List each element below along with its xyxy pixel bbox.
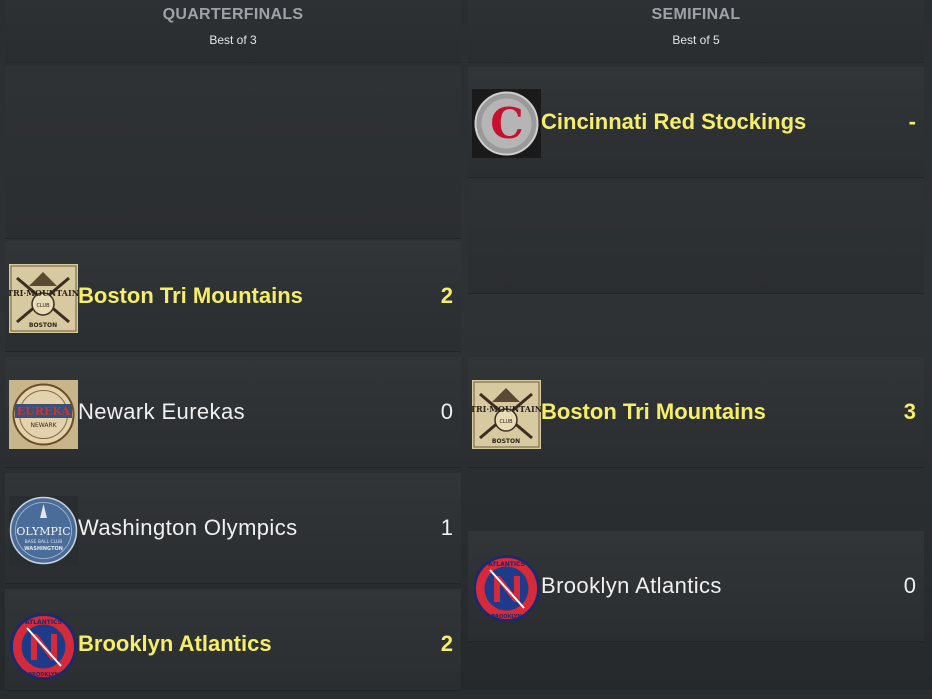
- series-score: 0: [903, 573, 916, 598]
- round-title-quarterfinals: QUARTERFINALS: [162, 6, 304, 23]
- svg-text:CLUB: CLUB: [499, 419, 513, 425]
- svg-text:EUREKA: EUREKA: [17, 405, 71, 418]
- team-name: Brooklyn Atlantics: [541, 573, 722, 598]
- svg-text:WASHINGTON: WASHINGTON: [24, 546, 63, 552]
- team-name: Newark Eurekas: [78, 399, 245, 424]
- bracket-team-slot[interactable]: ATLANTICS BROOKLYN Brooklyn Atlantics 0: [468, 531, 924, 641]
- svg-text:C: C: [490, 99, 523, 148]
- atlantics-logo-icon: ATLANTICS BROOKLYN: [10, 613, 77, 680]
- team-name: Boston Tri Mountains: [541, 399, 766, 424]
- svg-text:NEWARK: NEWARK: [30, 422, 57, 429]
- series-score: 0: [440, 399, 453, 424]
- semifinal-header: SEMIFINAL Best of 5: [468, 0, 924, 63]
- svg-text:ATLANTICS: ATLANTICS: [488, 561, 525, 568]
- atlantics-logo-icon: ATLANTICS BROOKLYN: [473, 555, 540, 622]
- series-score: 2: [440, 283, 453, 308]
- svg-text:CLUB: CLUB: [36, 303, 50, 309]
- bracket-team-slot[interactable]: EUREKA NEWARK Newark Eurekas 0: [5, 357, 461, 467]
- bracket-team-slot[interactable]: OLYMPIC BASE BALL CLUB WASHINGTON Washin…: [5, 473, 461, 583]
- team-name: Brooklyn Atlantics: [78, 631, 272, 656]
- round-series-length-quarterfinals: Best of 3: [209, 33, 257, 47]
- bracket-team-slot[interactable]: ATLANTICS BROOKLYN Brooklyn Atlantics 2: [5, 589, 461, 690]
- svg-text:TRI·MOUNTAIN: TRI·MOUNTAIN: [9, 288, 78, 298]
- team-name: Cincinnati Red Stockings: [541, 109, 807, 134]
- svg-text:BROOKLYN: BROOKLYN: [28, 672, 58, 678]
- team-name: Boston Tri Mountains: [78, 283, 303, 308]
- round-series-length-semifinal: Best of 5: [672, 33, 720, 47]
- round-title-semifinal: SEMIFINAL: [651, 6, 741, 23]
- series-score: 1: [440, 515, 453, 540]
- bracket-team-slot[interactable]: C Cincinnati Red Stockings -: [468, 67, 924, 177]
- svg-text:BROOKLYN: BROOKLYN: [491, 614, 521, 620]
- quarterfinals-header: QUARTERFINALS Best of 3: [5, 0, 461, 63]
- svg-text:ATLANTICS: ATLANTICS: [25, 619, 62, 626]
- series-score: -: [908, 109, 916, 134]
- tri-mountain-logo-icon: TRI·MOUNTAIN CLUB BOSTON: [9, 264, 78, 333]
- series-score: 2: [440, 631, 453, 656]
- svg-text:BASE BALL CLUB: BASE BALL CLUB: [25, 539, 63, 545]
- svg-text:TRI·MOUNTAIN: TRI·MOUNTAIN: [472, 404, 541, 414]
- eureka-logo-icon: EUREKA NEWARK: [9, 380, 78, 449]
- olympic-logo-icon: OLYMPIC BASE BALL CLUB WASHINGTON: [9, 496, 78, 565]
- svg-text:BOSTON: BOSTON: [492, 438, 520, 445]
- svg-text:BOSTON: BOSTON: [29, 322, 57, 329]
- empty-bracket-slot: [5, 66, 461, 238]
- red-stockings-logo-icon: C: [472, 89, 541, 158]
- empty-bracket-slot: [468, 183, 924, 293]
- series-score: 3: [903, 399, 916, 424]
- svg-text:OLYMPIC: OLYMPIC: [16, 525, 70, 538]
- bracket-team-slot[interactable]: TRI·MOUNTAIN CLUB BOSTON Boston Tri Moun…: [468, 357, 924, 467]
- bracket-team-slot[interactable]: TRI·MOUNTAIN CLUB BOSTON Boston Tri Moun…: [5, 241, 461, 351]
- tri-mountain-logo-icon: TRI·MOUNTAIN CLUB BOSTON: [472, 380, 541, 449]
- team-name: Washington Olympics: [78, 515, 298, 540]
